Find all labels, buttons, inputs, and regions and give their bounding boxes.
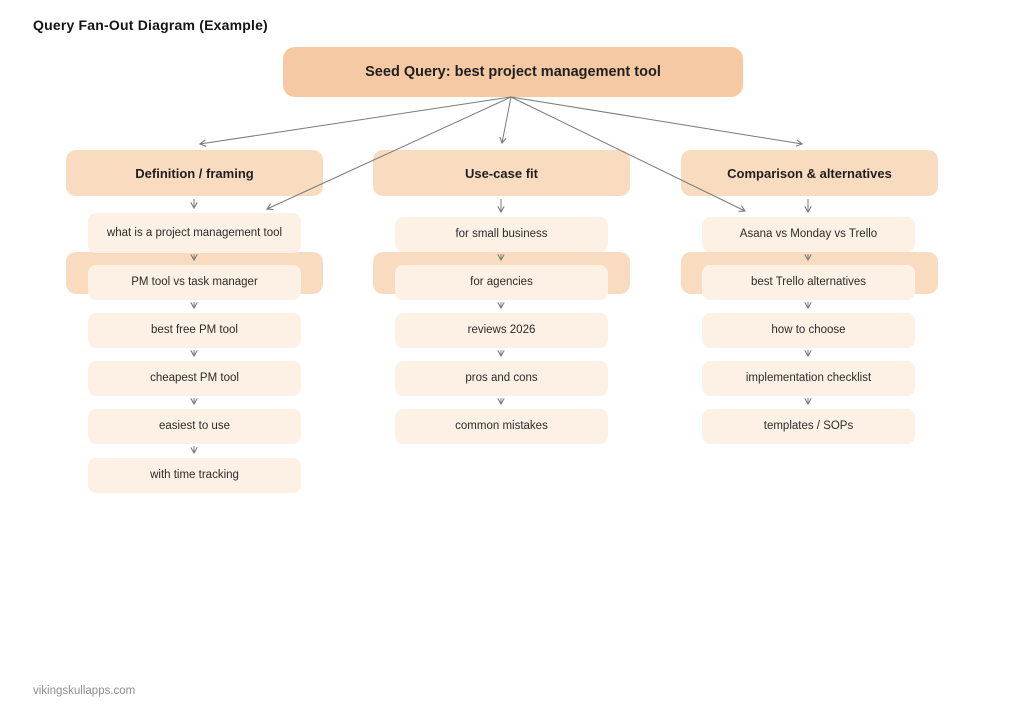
seed-query-label: Seed Query: best project management tool <box>365 64 661 80</box>
query-node: for agencies <box>395 265 608 300</box>
footer-watermark: vikingskullapps.com <box>33 685 136 697</box>
query-node: with time tracking <box>88 458 301 493</box>
query-node: implementation checklist <box>702 361 915 396</box>
query-node: best free PM tool <box>88 313 301 348</box>
query-node: for small business <box>395 217 608 252</box>
category-definition-framing: Definition / framing <box>66 150 323 196</box>
seed-query-node: Seed Query: best project management tool <box>283 47 743 97</box>
query-node: PM tool vs task manager <box>88 265 301 300</box>
query-node: what is a project management tool <box>88 213 301 253</box>
query-node: Asana vs Monday vs Trello <box>702 217 915 252</box>
query-node: pros and cons <box>395 361 608 396</box>
query-node: templates / SOPs <box>702 409 915 444</box>
query-node: common mistakes <box>395 409 608 444</box>
query-node: best Trello alternatives <box>702 265 915 300</box>
category-comparison-alternatives: Comparison & alternatives <box>681 150 938 196</box>
query-node: reviews 2026 <box>395 313 608 348</box>
page-title: Query Fan-Out Diagram (Example) <box>33 17 268 33</box>
query-node: easiest to use <box>88 409 301 444</box>
query-node: how to choose <box>702 313 915 348</box>
category-use-case-fit: Use-case fit <box>373 150 630 196</box>
query-node: cheapest PM tool <box>88 361 301 396</box>
